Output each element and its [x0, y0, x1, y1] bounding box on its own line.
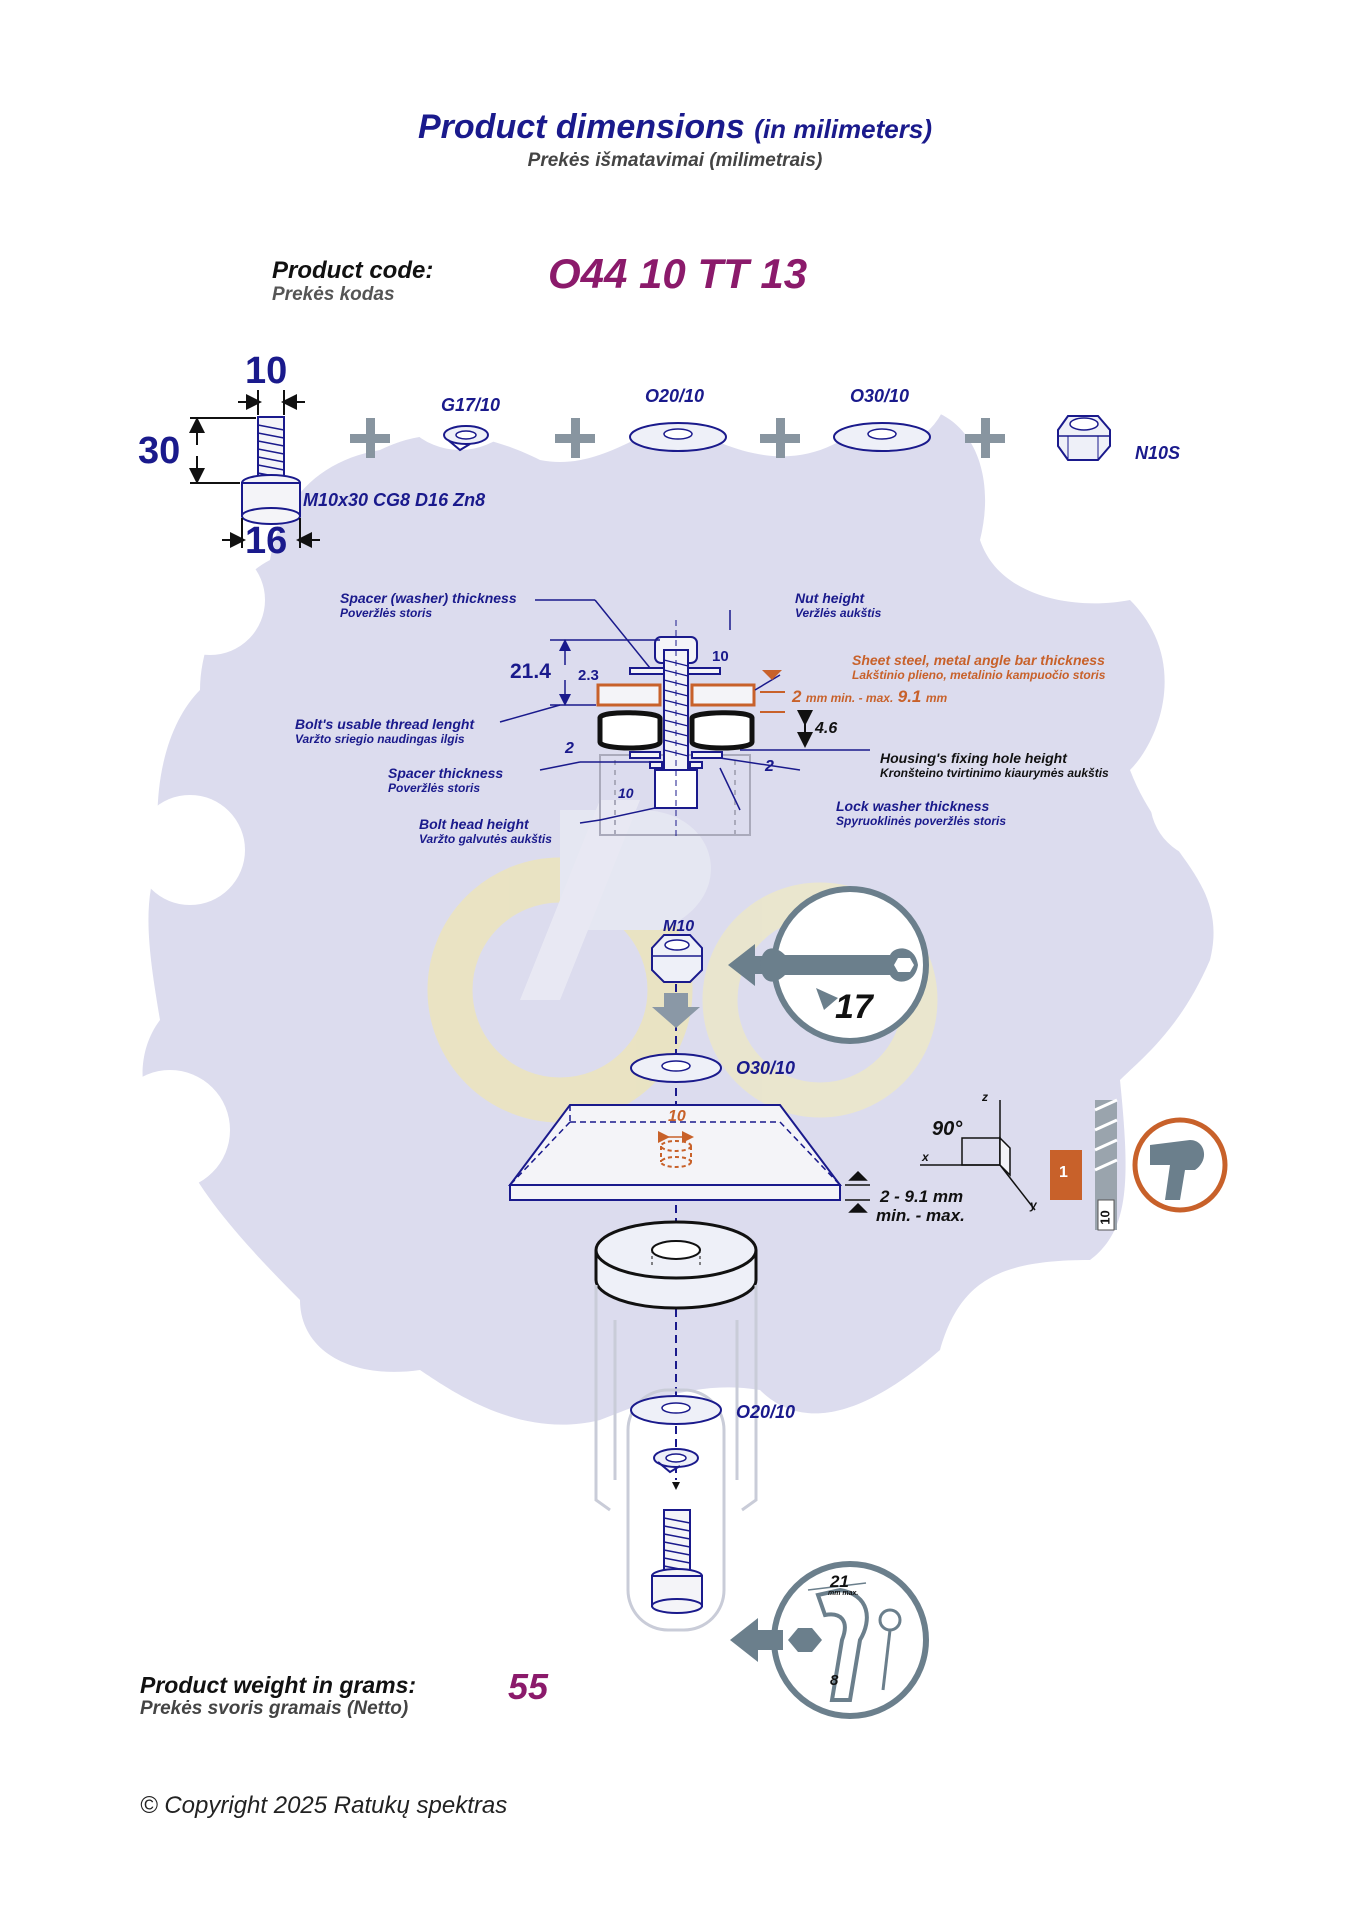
sheet-sublabel: Lakštinio plieno, metalinio kampuočio st… — [852, 668, 1106, 682]
bolt-spec-label: M10x30 CG8 D16 Zn8 — [303, 490, 486, 510]
bolt-icon — [241, 416, 301, 525]
thread-label: Bolt's usable thread lenght — [295, 716, 475, 732]
assembly-dimensions — [499, 599, 870, 824]
housing-bracket — [594, 1285, 758, 1632]
thread-sublabel: Varžto sriegio naudingas ilgis — [295, 732, 465, 746]
housing-label: Housing's fixing hole height — [880, 750, 1067, 766]
product-code-label: Product code: — [272, 257, 434, 284]
title-unit: (in milimeters) — [754, 114, 932, 144]
nut-height-sublabel: Veržlės aukštis — [795, 606, 882, 620]
bolt-dimensions — [189, 390, 320, 548]
angle-axis-diagram — [920, 1100, 1036, 1211]
copyright-text: © Copyright 2025 Ratukų spektras — [140, 1792, 508, 1819]
washer-small-icon — [629, 422, 727, 452]
axis-x-label: x — [922, 1150, 929, 1164]
spacer-washer-sublabel: Poveržlės storis — [340, 606, 433, 620]
axis-z-label: z — [982, 1090, 988, 1104]
spacer-sublabel: Poveržlės storis — [388, 781, 481, 795]
page-subtitle: Prekės išmatavimai (milimetrais) — [527, 150, 823, 171]
nut-icon — [1057, 415, 1111, 461]
axis-y-label: y — [1030, 1198, 1037, 1212]
title-main: Product dimensions — [418, 108, 745, 146]
lock-washer-label: G17/10 — [441, 395, 501, 415]
weight-sublabel: Prekės svoris gramais (Netto) — [140, 1698, 409, 1719]
nut-height-label: Nut height — [795, 590, 865, 606]
spacer-washer-label: Spacer (washer) thickness — [340, 590, 517, 606]
down-arrow-icon — [652, 993, 700, 1028]
angle-label: 90° — [932, 1118, 963, 1140]
bolt-head-label: 16 — [245, 520, 288, 562]
bolt-length-label: 30 — [138, 430, 181, 472]
sheet-max: 9.1 — [897, 687, 922, 706]
sheet-range-text: mm min. - max. — [805, 691, 894, 705]
install-washer-bottom-label: O20/10 — [736, 1402, 796, 1422]
page-title: Product dimensions (in milimeters) — [0, 108, 1350, 147]
weight-label: Product weight in grams: — [140, 1672, 417, 1698]
sheet-plate — [508, 1104, 842, 1201]
install-bolt-icon — [651, 1482, 703, 1614]
head-height-sublabel: Varžto galvutės aukštis — [419, 832, 552, 846]
thread-total-value: 21.4 — [510, 660, 551, 683]
install-washer-top-icon — [630, 1053, 722, 1083]
install-washer-bottom-icon — [630, 1395, 722, 1425]
spacer-value-right: 2 — [765, 758, 774, 775]
head-height-value: 10 — [618, 785, 634, 801]
head-height-label: Bolt head height — [419, 816, 529, 832]
housing-sublabel: Kronšteino tvirtinimo kiaurymės aukštis — [880, 766, 1109, 780]
hex-key-note: mm max. — [828, 1590, 859, 1597]
drill-bit-icon — [1094, 1098, 1118, 1231]
drill-size-label: 10 — [1097, 1210, 1113, 1225]
product-code-sublabel: Prekės kodas — [272, 284, 395, 305]
weight-value: 55 — [508, 1666, 549, 1707]
nut-height-value: 10 — [712, 648, 729, 665]
hex-key-tool-icon — [730, 1561, 929, 1719]
housing-washer-icon — [594, 1220, 758, 1310]
install-lock-washer-icon — [653, 1448, 699, 1474]
sheet-range: 2 mm min. - max. 9.1 mm — [792, 687, 947, 707]
lock-washer-thickness-sublabel: Spyruoklinės poveržlės storis — [836, 814, 1007, 828]
sheet-thickness-marker — [760, 670, 785, 713]
lock-washer-icon — [443, 425, 489, 452]
install-washer-top-label: O30/10 — [736, 1058, 796, 1078]
sheet-label: Sheet steel, metal angle bar thickness — [852, 652, 1105, 668]
install-nut-label: M10 — [663, 918, 695, 935]
spacer-label: Spacer thickness — [388, 765, 504, 781]
bolt-width-label: 10 — [245, 350, 288, 392]
washer-large-icon — [833, 422, 931, 452]
nut-label: N10S — [1135, 443, 1181, 463]
plus-icon — [350, 418, 1005, 458]
drill-tool-icon — [1132, 1117, 1228, 1213]
product-code-value: O44 10 TT 13 — [548, 250, 808, 297]
wrench-tool-icon — [728, 886, 929, 1044]
sheet-min: 2 — [792, 687, 802, 706]
step-number: 1 — [1059, 1164, 1068, 1181]
washer-large-label: O30/10 — [850, 386, 910, 406]
hex-key-number: 8 — [830, 1672, 839, 1689]
wrench-size: 17 — [835, 988, 873, 1026]
thread-washer-value: 2.3 — [578, 667, 599, 684]
housing-value: 4.6 — [815, 720, 838, 737]
sheet-unit: mm — [925, 691, 948, 705]
plate-range-label: 2 - 9.1 mm — [880, 1187, 964, 1206]
plate-range-sublabel: min. - max. — [876, 1206, 965, 1225]
plate-thickness-marker — [845, 1170, 870, 1213]
install-nut-icon — [651, 934, 703, 983]
spacer-value-left: 2 — [565, 740, 574, 757]
washer-small-label: O20/10 — [645, 386, 705, 406]
lock-washer-thickness-label: Lock washer thickness — [836, 798, 990, 814]
hex-key-size: 21 — [830, 1572, 849, 1591]
hole-diameter-label: 10 — [668, 1108, 686, 1125]
step-arrow-icon — [1050, 1150, 1082, 1200]
assembly-section — [596, 620, 756, 840]
